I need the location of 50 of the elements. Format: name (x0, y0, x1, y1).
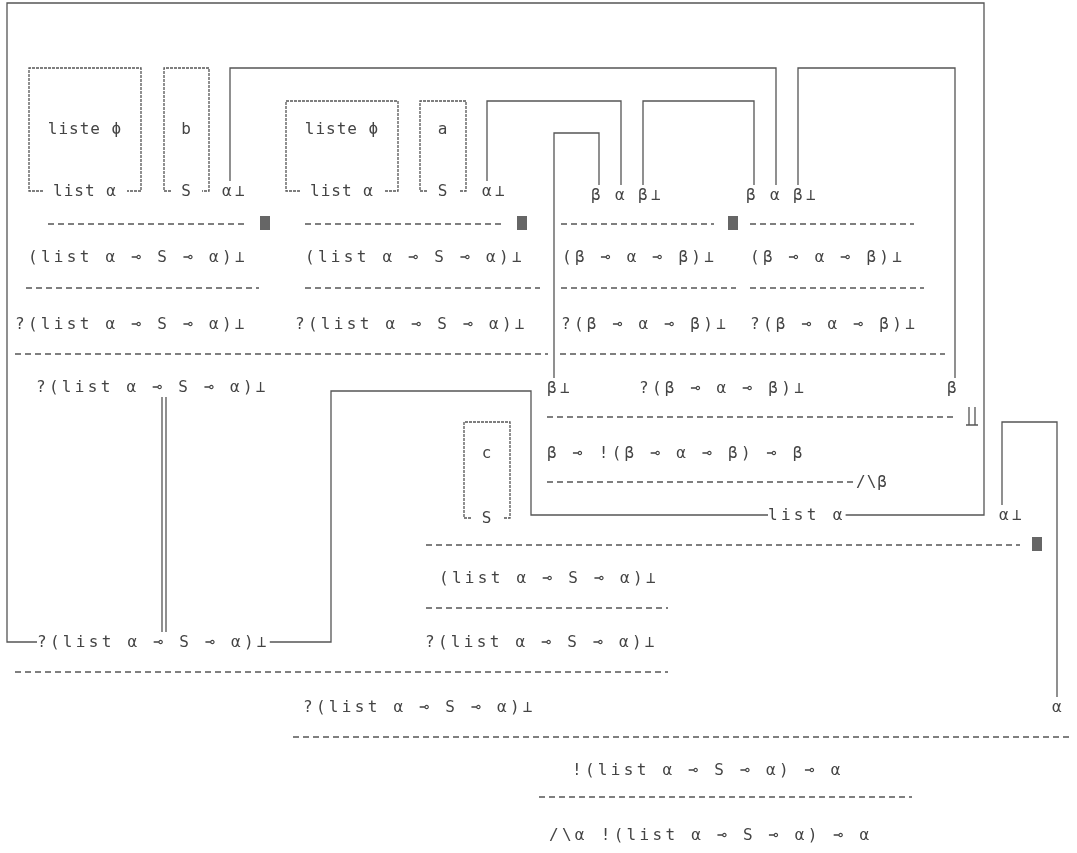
axiom-link (797, 67, 956, 379)
double-line-link (161, 396, 167, 633)
formula-text: b (180, 119, 193, 139)
formula-text: α (770, 185, 783, 205)
formula-text: α (615, 185, 628, 205)
formula-text: (list α ⊸ S ⊸ α)⊥ (439, 568, 659, 588)
formula-text: (β ⊸ α ⊸ β)⊥ (562, 247, 718, 267)
formula-text: ?(list α ⊸ S ⊸ α)⊥ (36, 377, 269, 397)
formula-text: (list α ⊸ S ⊸ α)⊥ (305, 247, 525, 267)
formula-text: a (436, 119, 450, 139)
formula-text: α⊥ (222, 181, 248, 201)
formula-text: ?(β ⊸ α ⊸ β)⊥ (639, 378, 808, 398)
formula-text: α (1052, 697, 1065, 717)
formula-text: S (436, 181, 450, 201)
axiom-link (269, 390, 769, 643)
formula-text: ?(β ⊸ α ⊸ β)⊥ (561, 314, 730, 334)
formula-text: β⊥ (793, 185, 819, 205)
formula-text: (β ⊸ α ⊸ β)⊥ (750, 247, 906, 267)
formula-text: !(list α ⊸ S ⊸ α) ⊸ α (572, 760, 844, 780)
axiom-link (1001, 421, 1058, 698)
formula-text: β⊥ (547, 378, 573, 398)
formula-text: ?(list α ⊸ S ⊸ α)⊥ (425, 632, 658, 652)
axiom-link (486, 100, 622, 186)
formula-text: liste ϕ (46, 119, 124, 139)
formula-text: ?(β ⊸ α ⊸ β)⊥ (750, 314, 919, 334)
formula-text: list α (768, 505, 846, 525)
formula-text: liste ϕ (303, 119, 381, 139)
axiom-link (553, 132, 600, 379)
axiom-link (6, 2, 985, 643)
formula-text: β ⊸ !(β ⊸ α ⊸ β) ⊸ β (547, 443, 806, 463)
axiom-link (229, 67, 777, 186)
formula-text: α⊥ (482, 181, 508, 201)
formula-text: β (591, 185, 604, 205)
formula-text: β (947, 378, 960, 398)
formula-text: list α (52, 181, 118, 201)
formula-text: c (480, 443, 494, 463)
rule-label: /\β (856, 472, 888, 492)
formula-text: list α (309, 181, 375, 201)
axiom-link (642, 100, 755, 186)
formula-text: (list α ⊸ S ⊸ α)⊥ (28, 247, 248, 267)
formula-text: ?(list α ⊸ S ⊸ α)⊥ (37, 632, 270, 652)
formula-text: S (180, 181, 193, 201)
formula-text: β⊥ (638, 185, 664, 205)
formula-text: ?(list α ⊸ S ⊸ α)⊥ (295, 314, 528, 334)
formula-text: ?(list α ⊸ S ⊸ α)⊥ (15, 314, 248, 334)
formula-text: α⊥ (999, 505, 1025, 525)
formula-text: ?(list α ⊸ S ⊸ α)⊥ (303, 697, 536, 717)
formula-text: S (480, 508, 494, 528)
formula-text: β (746, 185, 759, 205)
formula-text: /\α !(list α ⊸ S ⊸ α) ⊸ α (549, 825, 873, 845)
